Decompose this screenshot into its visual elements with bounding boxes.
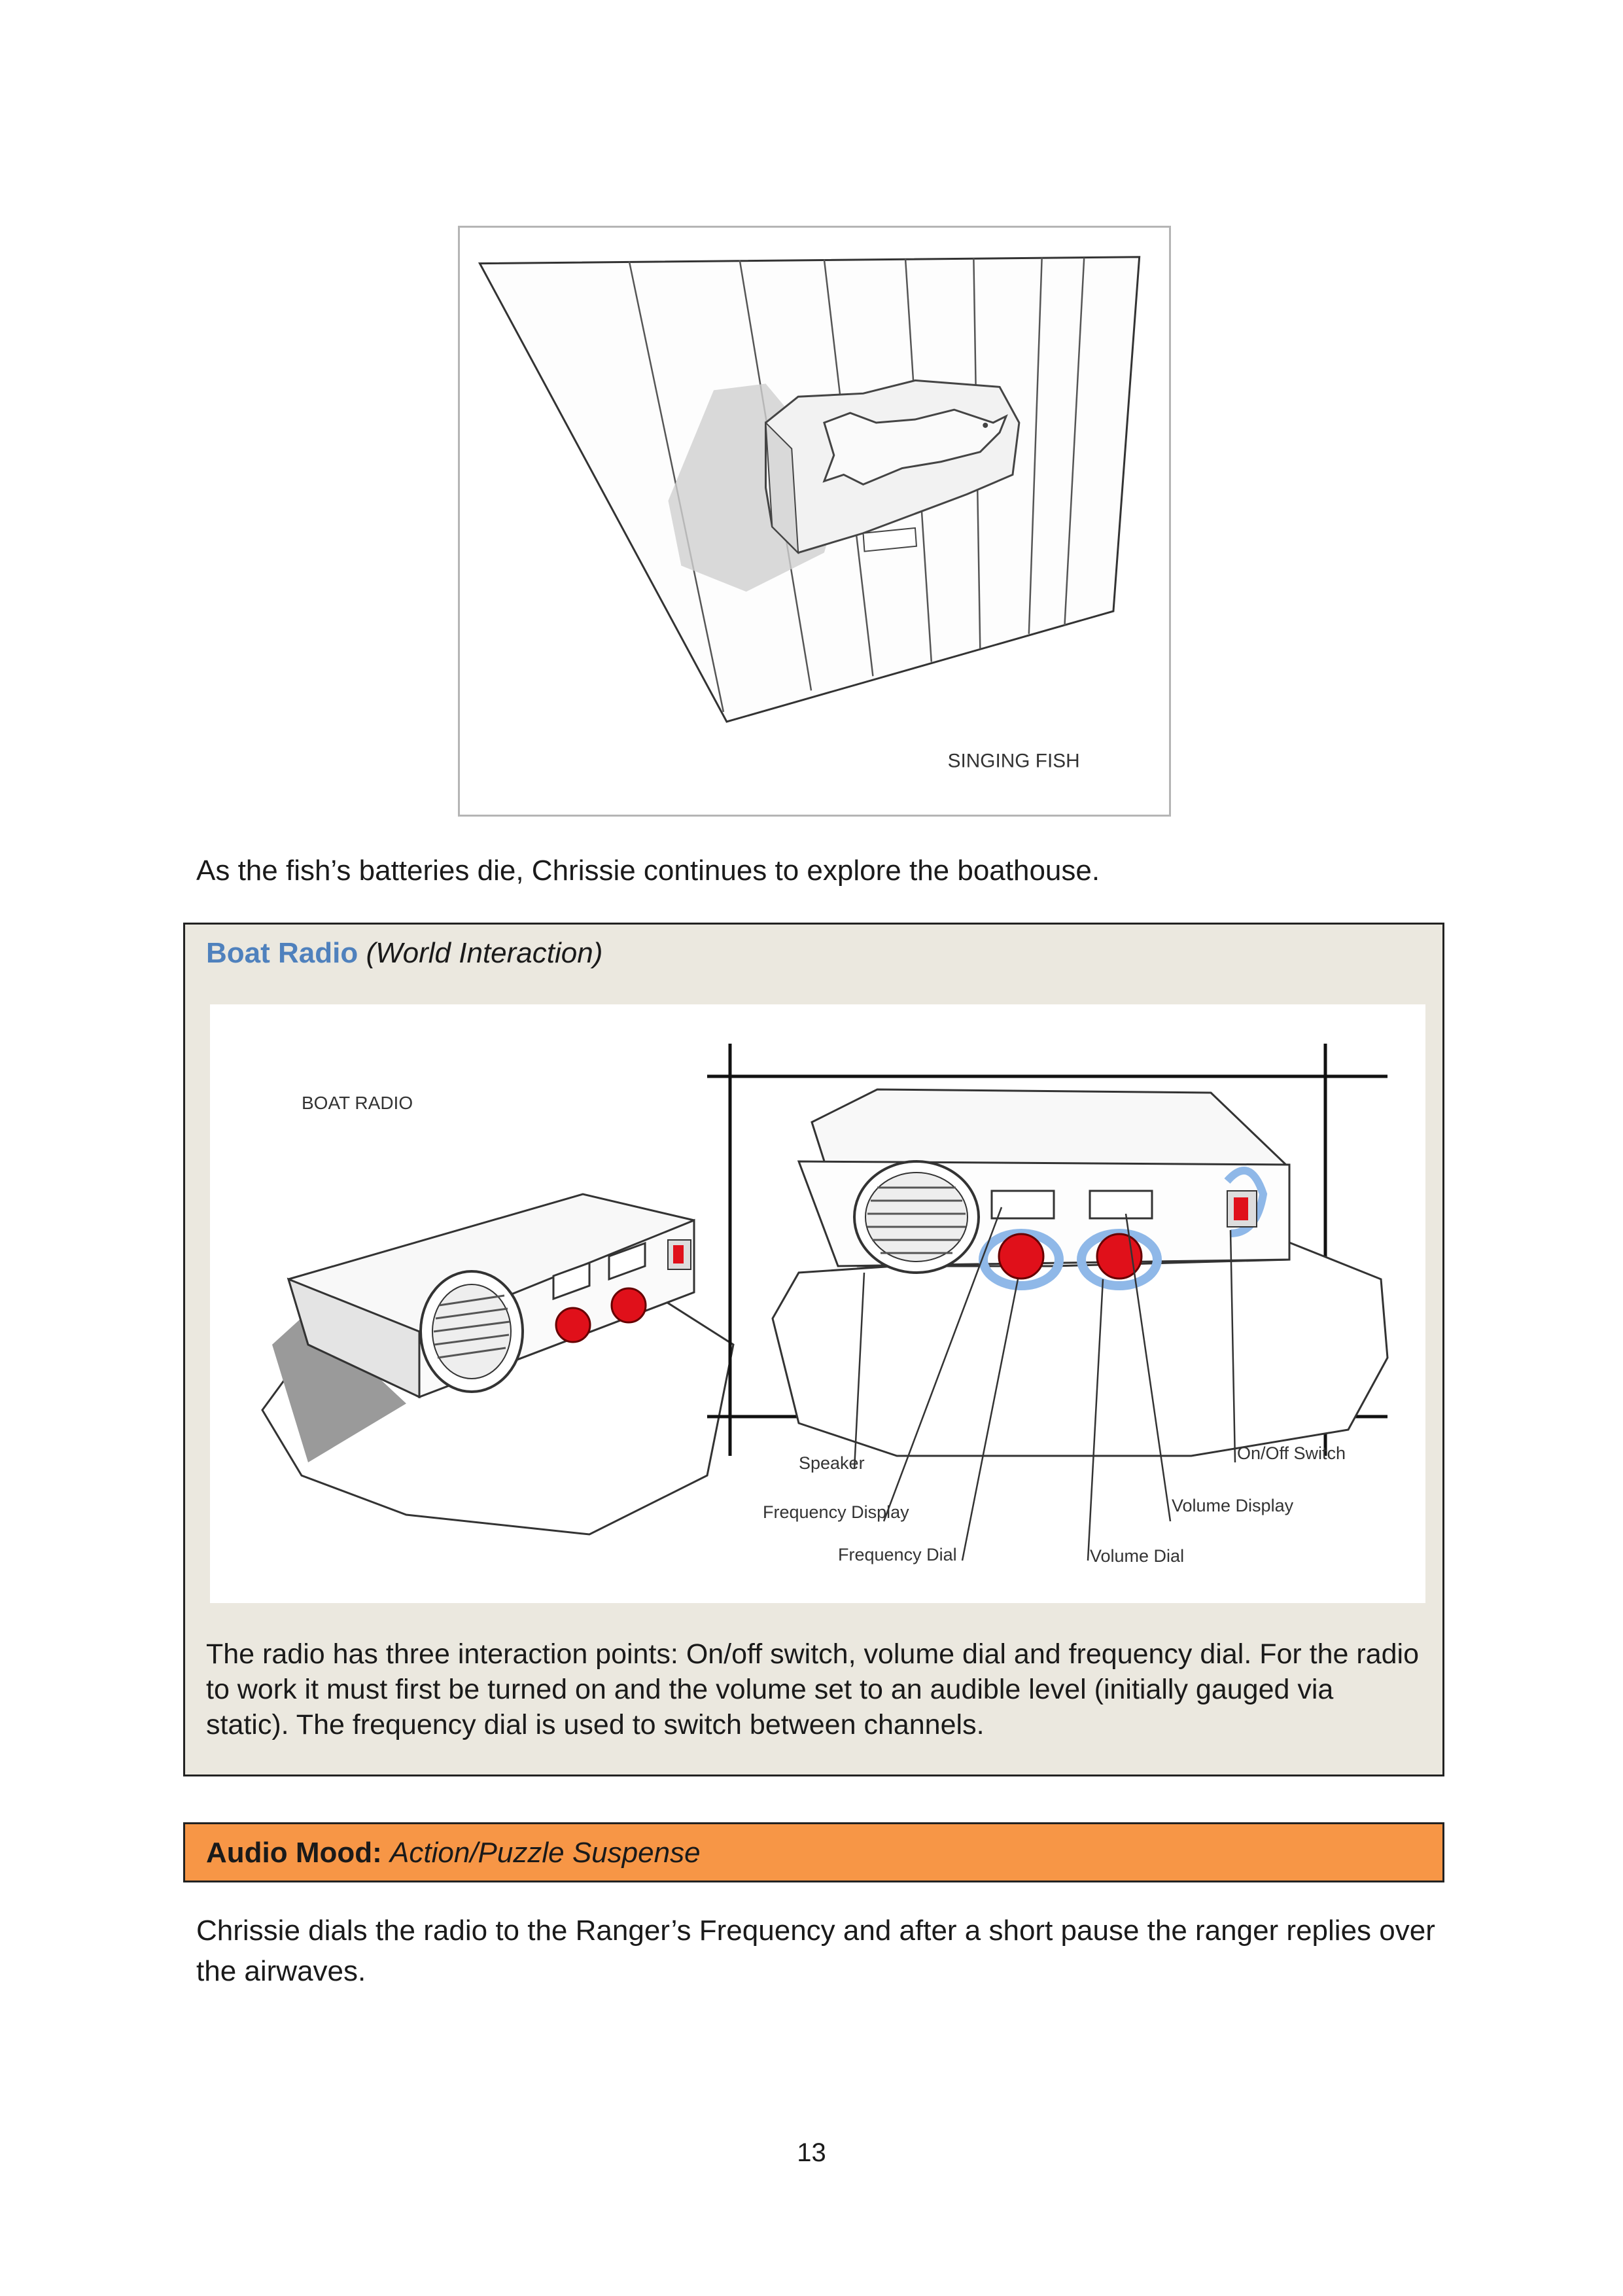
world-interaction-box: Boat Radio (World Interaction) BOAT RADI… xyxy=(183,923,1444,1776)
boat-radio-figure: BOAT RADIO xyxy=(210,1004,1425,1603)
audio-mood-text: Audio Mood: Action/Puzzle Suspense xyxy=(206,1833,701,1873)
callout-speaker: Speaker xyxy=(799,1453,865,1473)
callout-volume-display: Volume Display xyxy=(1172,1496,1294,1515)
paragraph-fish: As the fish’s batteries die, Chrissie co… xyxy=(196,851,1100,891)
boat-radio-illustration: BOAT RADIO xyxy=(210,1004,1425,1603)
singing-fish-figure: SINGING FISH xyxy=(458,226,1171,817)
radio-figure-label: BOAT RADIO xyxy=(302,1093,413,1113)
box-title-subtitle: (World Interaction) xyxy=(366,937,602,969)
callout-on-off-switch: On/Off Switch xyxy=(1237,1443,1346,1463)
audio-mood-bar: Audio Mood: Action/Puzzle Suspense xyxy=(183,1822,1444,1882)
box-title-heading: Boat Radio xyxy=(206,937,358,969)
callout-volume-dial: Volume Dial xyxy=(1090,1546,1184,1566)
page-number: 13 xyxy=(0,2138,1623,2168)
box-title: Boat Radio (World Interaction) xyxy=(206,934,602,973)
audio-mood-label: Audio Mood: xyxy=(206,1837,382,1869)
paragraph-radio: Chrissie dials the radio to the Ranger’s… xyxy=(196,1911,1439,1992)
callout-frequency-dial: Frequency Dial xyxy=(838,1545,957,1564)
box-body-text: The radio has three interaction points: … xyxy=(206,1636,1423,1742)
audio-mood-value: Action/Puzzle Suspense xyxy=(390,1837,701,1869)
fish-figure-label: SINGING FISH xyxy=(948,750,1080,771)
singing-fish-illustration: SINGING FISH xyxy=(460,228,1169,815)
callout-frequency-display: Frequency Display xyxy=(763,1502,909,1522)
